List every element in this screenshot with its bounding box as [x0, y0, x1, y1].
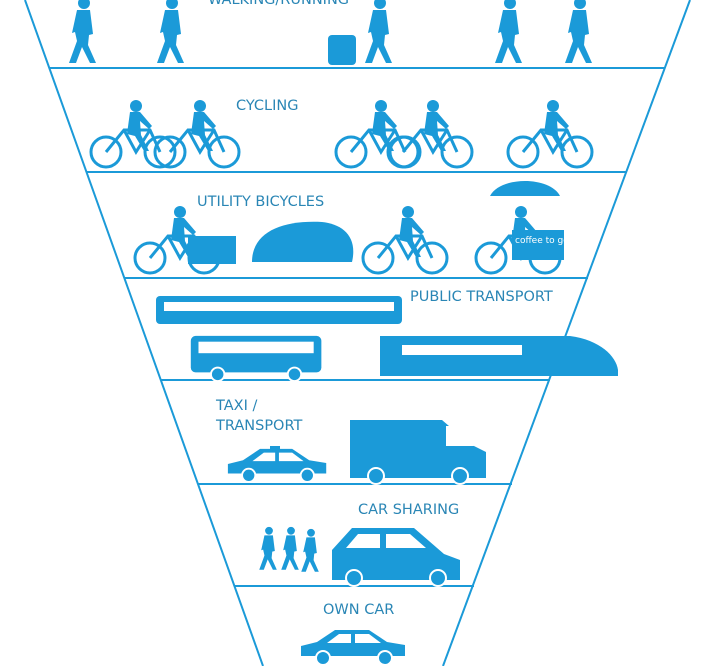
velomobile-icon: [252, 221, 354, 262]
tier-label-taxi: TAXI /: [215, 398, 257, 414]
bus-icon: [190, 334, 323, 382]
tier-label-car-sharing: CAR SHARING: [358, 502, 459, 518]
tier-label-public-transport: PUBLIC TRANSPORT: [410, 289, 553, 305]
pyramid-left-edge: [24, 0, 264, 666]
tier-label-own-car: OWN CAR: [323, 602, 394, 618]
pyramid-right-edge: [442, 0, 691, 666]
walking-people-icon: [69, 0, 592, 65]
taxi-icon: [226, 447, 328, 483]
tier-label-cycling: CYCLING: [236, 98, 299, 114]
coffee-cart-sign: coffee to go: [515, 236, 569, 246]
cyclists-icon: [89, 100, 594, 169]
tier-label-transport: TRANSPORT: [215, 418, 302, 434]
tier-label-utility-bicycles: UTILITY BICYCLES: [197, 194, 324, 210]
public-transport-icon: [156, 296, 618, 382]
train-icon: [380, 336, 618, 376]
own-car-icon: [299, 628, 407, 666]
car-sharing-icon: [259, 526, 460, 587]
taxi-van-icon: [226, 420, 486, 485]
utility-bicycles-icon: coffee to go: [133, 181, 569, 273]
tier-label-walking-running: WALKING/RUNNING: [208, 0, 349, 8]
umbrella-icon: [490, 181, 560, 196]
